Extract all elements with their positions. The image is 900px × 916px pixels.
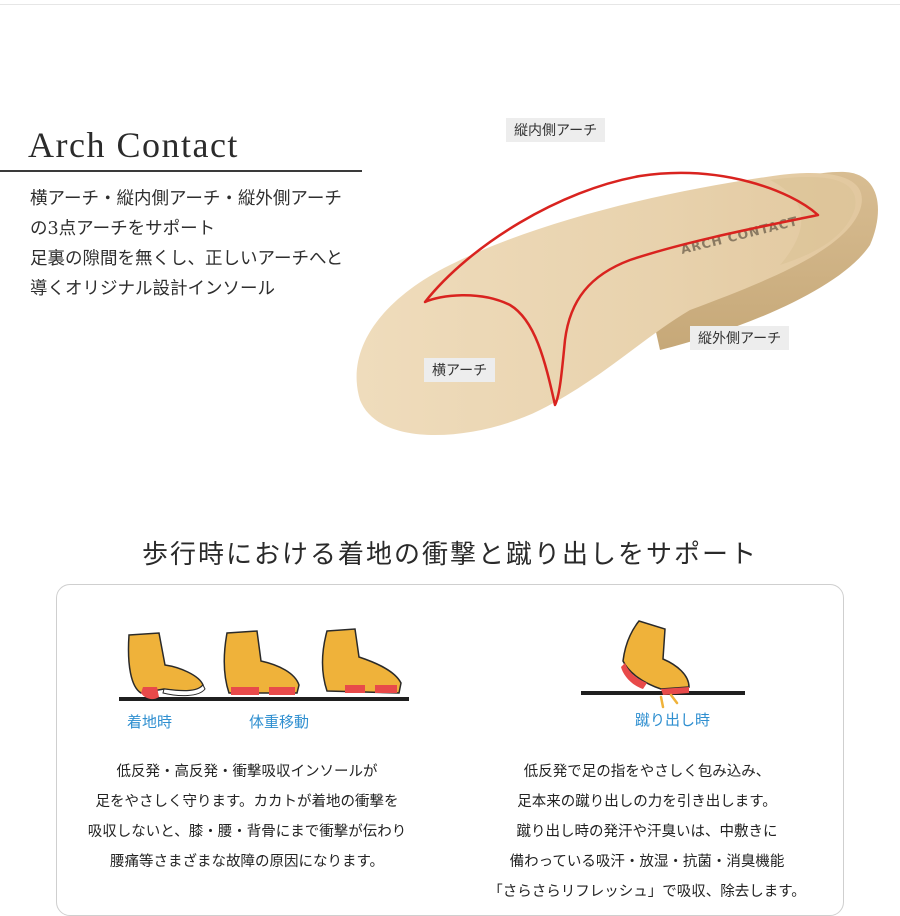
kickoff-text-line: 備わっている吸汗・放湿・抗菌・消臭機能 <box>509 854 785 870</box>
support-headline: 歩行時における着地の衝撃と蹴り出しをサポート <box>141 540 758 570</box>
landing-text: 低反発・高反発・衝撃吸収インソールが 足をやさしく守ります。カカトが着地の衝撃を… <box>77 757 417 877</box>
landing-text-line: 低反発・高反発・衝撃吸収インソールが <box>116 764 378 780</box>
heel-cup <box>770 177 856 265</box>
ground-line <box>119 697 409 701</box>
description-line: 横アーチ・縦内側アーチ・縦外側アーチ <box>30 189 342 209</box>
kickoff-text-line: 蹴り出し時の発汗や汗臭いは、中敷きに <box>516 824 778 840</box>
landing-text-line: 吸収しないと、膝・腰・背骨にまで衝撃が伝わり <box>87 824 407 840</box>
support-panel: 着地時 体重移動 低反発・高反発・衝撃吸収インソールが 足をやさしく守ります。カ… <box>56 584 844 916</box>
foot-heel-strike <box>127 632 206 700</box>
landing-text-line: 腰痛等さまざまな故障の原因になります。 <box>109 854 385 870</box>
kickoff-text-line: 低反発で足の指をやさしく包み込み、 <box>523 764 771 780</box>
kickoff-text-line: 足本来の蹴り出しの力を引き出します。 <box>517 794 777 810</box>
description-line: の3点アーチをサポート <box>30 219 216 239</box>
insole-illustration: ARCH CONTACT 縦内側アーチ 縦外側アーチ 横アーチ <box>340 118 900 450</box>
top-divider <box>0 4 900 5</box>
foot-kickoff <box>621 620 690 709</box>
label-weight-shift: 体重移動 <box>249 713 310 731</box>
arch-contact-description: 横アーチ・縦内側アーチ・縦外側アーチ の3点アーチをサポート 足裏の隙間を無くし… <box>30 184 410 304</box>
description-line: 導くオリジナル設計インソール <box>30 279 275 299</box>
insole-image: ARCH CONTACT <box>356 171 878 435</box>
arch-outline <box>423 171 820 407</box>
label-outer-arch: 縦外側アーチ <box>690 326 790 350</box>
landing-illustration <box>119 628 409 701</box>
kickoff-text: 低反発で足の指をやさしく包み込み、 足本来の蹴り出しの力を引き出します。 蹴り出… <box>467 757 827 907</box>
section-title: Arch Contact <box>28 125 239 165</box>
label-inner-arch: 縦内側アーチ <box>506 118 606 142</box>
title-underline <box>0 170 362 172</box>
description-line: 足裏の隙間を無くし、正しいアーチへと <box>30 249 344 269</box>
foot-forward <box>321 628 402 694</box>
kickoff-illustration <box>581 620 745 709</box>
foot-weight-shift <box>223 630 300 695</box>
label-landing: 着地時 <box>127 713 173 731</box>
landing-text-line: 足をやさしく守ります。カカトが着地の衝撃を <box>95 794 399 810</box>
label-transverse-arch: 横アーチ <box>424 358 496 382</box>
kickoff-text-line: 「さらさらリフレッシュ」で吸収、除去します。 <box>488 884 806 900</box>
label-kickoff: 蹴り出し時 <box>635 711 711 729</box>
